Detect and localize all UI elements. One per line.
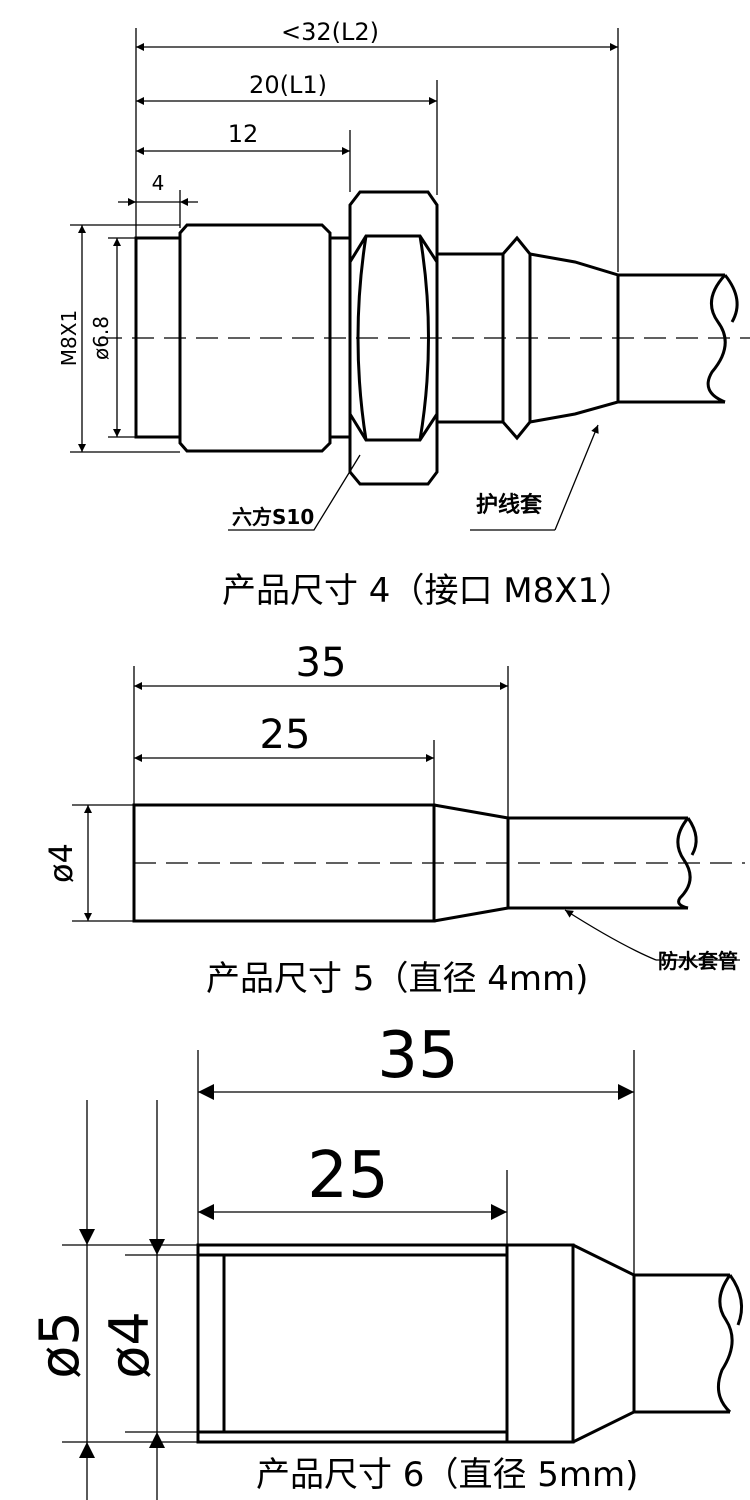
caption-5: 产品尺寸 5（直径 4mm) [206, 959, 588, 999]
drawing-4mm-probe: 35 25 ø4 防水套管 产品尺寸 5（直径 4mm) [42, 640, 745, 999]
cable [508, 816, 688, 910]
dim-label-4: 4 [152, 171, 165, 195]
drawing-m8-sensor: <32(L2) 20(L1) 12 4 M8X1 ø6.8 六方S10 [57, 18, 750, 611]
dim-label-35: 35 [377, 1019, 458, 1093]
dim-label-l1: 20(L1) [249, 71, 327, 99]
cable-sleeve [529, 252, 620, 424]
cable-break-right [686, 817, 698, 856]
leader-hex [228, 454, 361, 531]
drawing-5mm-probe: 35 25 ø5 ø4 产品尺寸 6（直径 5mm) [28, 1019, 744, 1500]
caption-6: 产品尺寸 6（直径 5mm) [256, 1455, 638, 1495]
threaded-barrel [178, 223, 332, 453]
dim-label-dia4: ø4 [98, 1311, 161, 1378]
hex-nut-face-bottom [348, 413, 439, 442]
leader-sleeve [564, 909, 657, 961]
dim-label-12: 12 [228, 120, 259, 148]
caption-4: 产品尺寸 4（接口 M8X1） [222, 571, 633, 611]
cable [634, 1273, 730, 1414]
dim-label-35: 35 [296, 640, 347, 686]
hex-nut [348, 190, 439, 486]
cable-break-left [706, 273, 727, 404]
cable-break-left [676, 817, 692, 910]
label-sleeve: 护线套 [476, 492, 542, 518]
probe-body [196, 1243, 509, 1444]
cable-break-left [716, 1274, 734, 1414]
hex-nut-face-top [348, 234, 439, 263]
cable [618, 273, 725, 404]
dim-label-dia4: ø4 [42, 843, 80, 883]
cable-break-right [728, 1274, 744, 1326]
leader-sleeve [554, 424, 599, 531]
label-waterproof-sleeve: 防水套管 [658, 949, 738, 973]
probe-taper [572, 1243, 636, 1444]
cable-break-right [723, 274, 739, 323]
dim-label-l2: <32(L2) [281, 18, 379, 46]
probe-collar [505, 1243, 575, 1444]
dim-label-25: 25 [260, 712, 311, 758]
dim-label-dia5: ø5 [28, 1311, 91, 1378]
dim-label-25: 25 [307, 1139, 388, 1213]
label-hex: 六方S10 [232, 505, 314, 529]
dim-label-m8x1: M8X1 [57, 310, 81, 366]
